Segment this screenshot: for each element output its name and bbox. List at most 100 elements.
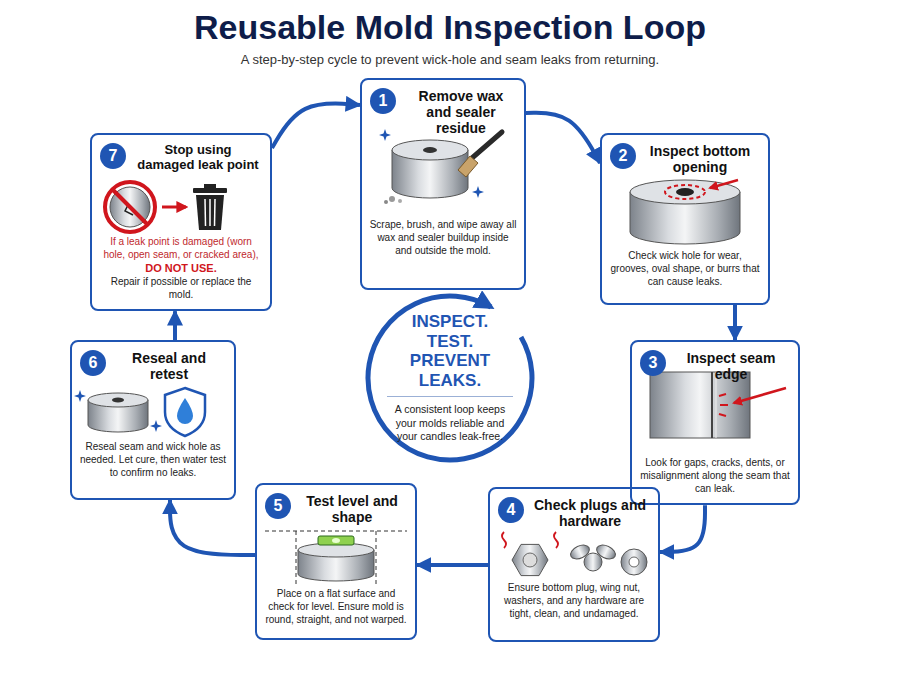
loop-arrow: [368, 296, 532, 460]
discard-icon: [112, 189, 148, 225]
step-description: Look for gaps, cracks, dents, or misalig…: [639, 456, 791, 495]
step-heading: Check plugs and hardware: [497, 497, 651, 529]
flow-arrow: [170, 500, 255, 555]
level-icon: [332, 538, 340, 543]
step-number-circle: 2: [610, 143, 636, 169]
flow-arrow: [733, 305, 737, 340]
clean-mold-icon: [472, 186, 484, 198]
step-box: 7Stop using damaged leak point If a leak …: [90, 133, 272, 311]
seam-icon: [719, 414, 726, 416]
flow-arrow: [272, 103, 360, 148]
step-number: 3: [649, 355, 658, 371]
hardware-icon: [584, 553, 602, 571]
flow-arrow: [526, 113, 600, 163]
clean-mold-icon: [423, 147, 437, 153]
level-icon: [265, 531, 407, 584]
wick-hole-icon: [630, 180, 740, 244]
seam-icon: [734, 388, 786, 403]
step-number: 2: [619, 148, 628, 164]
reseal-icon: [74, 388, 205, 436]
wick-hole-icon: [710, 180, 738, 188]
discard-icon: [209, 199, 211, 226]
step-number: 5: [274, 498, 283, 514]
step-box: 6Reseal and retestReseal seam and wick h…: [70, 340, 236, 500]
step-heading: Remove wax and sealer residue: [369, 88, 517, 136]
step-number-circle: 6: [80, 350, 106, 376]
step-box: 3Inspect seam edgeLook for gaps, cracks,…: [630, 340, 800, 505]
step-number-circle: 4: [498, 497, 524, 523]
step-number: 4: [507, 502, 516, 518]
step-description: Scrape, brush, and wipe away all wax and…: [369, 218, 517, 257]
discard-icon: [162, 206, 186, 209]
level-icon: [376, 531, 377, 584]
step-description: Reseal seam and wick hole as needed. Let…: [79, 440, 227, 479]
center-note: A consistent loop keeps your molds relia…: [387, 396, 513, 444]
step-description: Ensure bottom plug, wing nut, washers, a…: [497, 581, 651, 620]
flow-arrow: [660, 505, 705, 552]
step-number-circle: 1: [370, 88, 396, 114]
title: Reusable Mold Inspection Loop: [0, 8, 900, 47]
step-heading: Test level and shape: [264, 493, 408, 525]
seam-icon: [719, 394, 726, 396]
step-number-circle: 3: [640, 350, 666, 376]
seam-icon: [711, 372, 713, 438]
reseal-icon: [177, 398, 193, 424]
clean-mold-icon: [379, 129, 391, 141]
step-box: 4Check plugs and hardwareEnsure bottom p…: [488, 487, 660, 642]
step-heading: Inspect bottom opening: [609, 143, 761, 175]
clean-mold-icon: [398, 199, 402, 203]
hardware-icon: [629, 557, 639, 567]
discard-icon: [105, 182, 155, 232]
level-icon: [265, 531, 407, 532]
loop-arrow: [368, 296, 532, 460]
step-box: 1Remove wax and sealer residueScrape, br…: [360, 78, 526, 290]
hardware-icon: [502, 532, 506, 548]
step-heading: Inspect seam edge: [639, 350, 791, 382]
wick-hole-icon: [676, 188, 694, 196]
discard-icon: [110, 187, 150, 227]
hardware-icon: [523, 553, 537, 567]
step-heading: Stop using damaged leak point: [99, 143, 263, 173]
flow-arrow: [173, 311, 177, 340]
step-box: 5Test level and shapePlace on a flat sur…: [255, 483, 417, 640]
reseal-icon: [112, 398, 124, 403]
flow-arrow: [417, 563, 488, 567]
step-number-circle: 7: [100, 143, 126, 169]
discard-icon: [204, 184, 216, 188]
discard-icon: [193, 188, 227, 193]
step-description: Place on a flat surface and check for le…: [264, 587, 408, 626]
step-number-circle: 5: [265, 493, 291, 519]
level-icon: [318, 536, 354, 545]
clean-mold-icon: [379, 129, 502, 204]
caption: A step-by-step cycle to prevent wick-hol…: [0, 52, 900, 67]
step-number: 6: [89, 355, 98, 371]
wick-hole-icon: [665, 185, 705, 199]
step-description: Check wick hole for wear, grooves, oval …: [609, 249, 761, 288]
hardware-icon: [502, 532, 647, 576]
seam-icon: [720, 404, 728, 406]
step-box: 2Inspect bottom openingCheck wick hole f…: [600, 133, 770, 305]
step-number: 7: [109, 148, 118, 164]
hardware-icon: [621, 549, 647, 575]
reseal-icon: [88, 393, 148, 407]
warning-text: DO NOT USE.: [99, 261, 263, 275]
step-heading: Reseal and retest: [79, 350, 227, 382]
wick-hole-icon: [630, 180, 740, 204]
center-slogan: INSPECT. TEST. PREVENT LEAKS.: [387, 312, 513, 390]
step-description: Repair if possible or replace the mold.: [99, 275, 263, 301]
discard-icon: [214, 199, 216, 226]
step-number: 1: [379, 93, 388, 109]
discard-icon: [204, 199, 206, 226]
discard-icon: [196, 195, 224, 230]
reseal-icon: [150, 420, 162, 432]
step-description: If a leak point is damaged (worn hole, o…: [99, 235, 263, 261]
center-circle: INSPECT. TEST. PREVENT LEAKS. A consisten…: [375, 303, 525, 453]
reseal-icon: [74, 390, 86, 402]
hardware-icon: [512, 544, 548, 575]
level-icon: [296, 531, 297, 584]
reseal-icon: [165, 388, 205, 436]
hardware-icon: [554, 532, 558, 548]
clean-mold-icon: [458, 156, 478, 177]
clean-mold-icon: [389, 196, 395, 202]
clean-mold-icon: [384, 200, 388, 204]
